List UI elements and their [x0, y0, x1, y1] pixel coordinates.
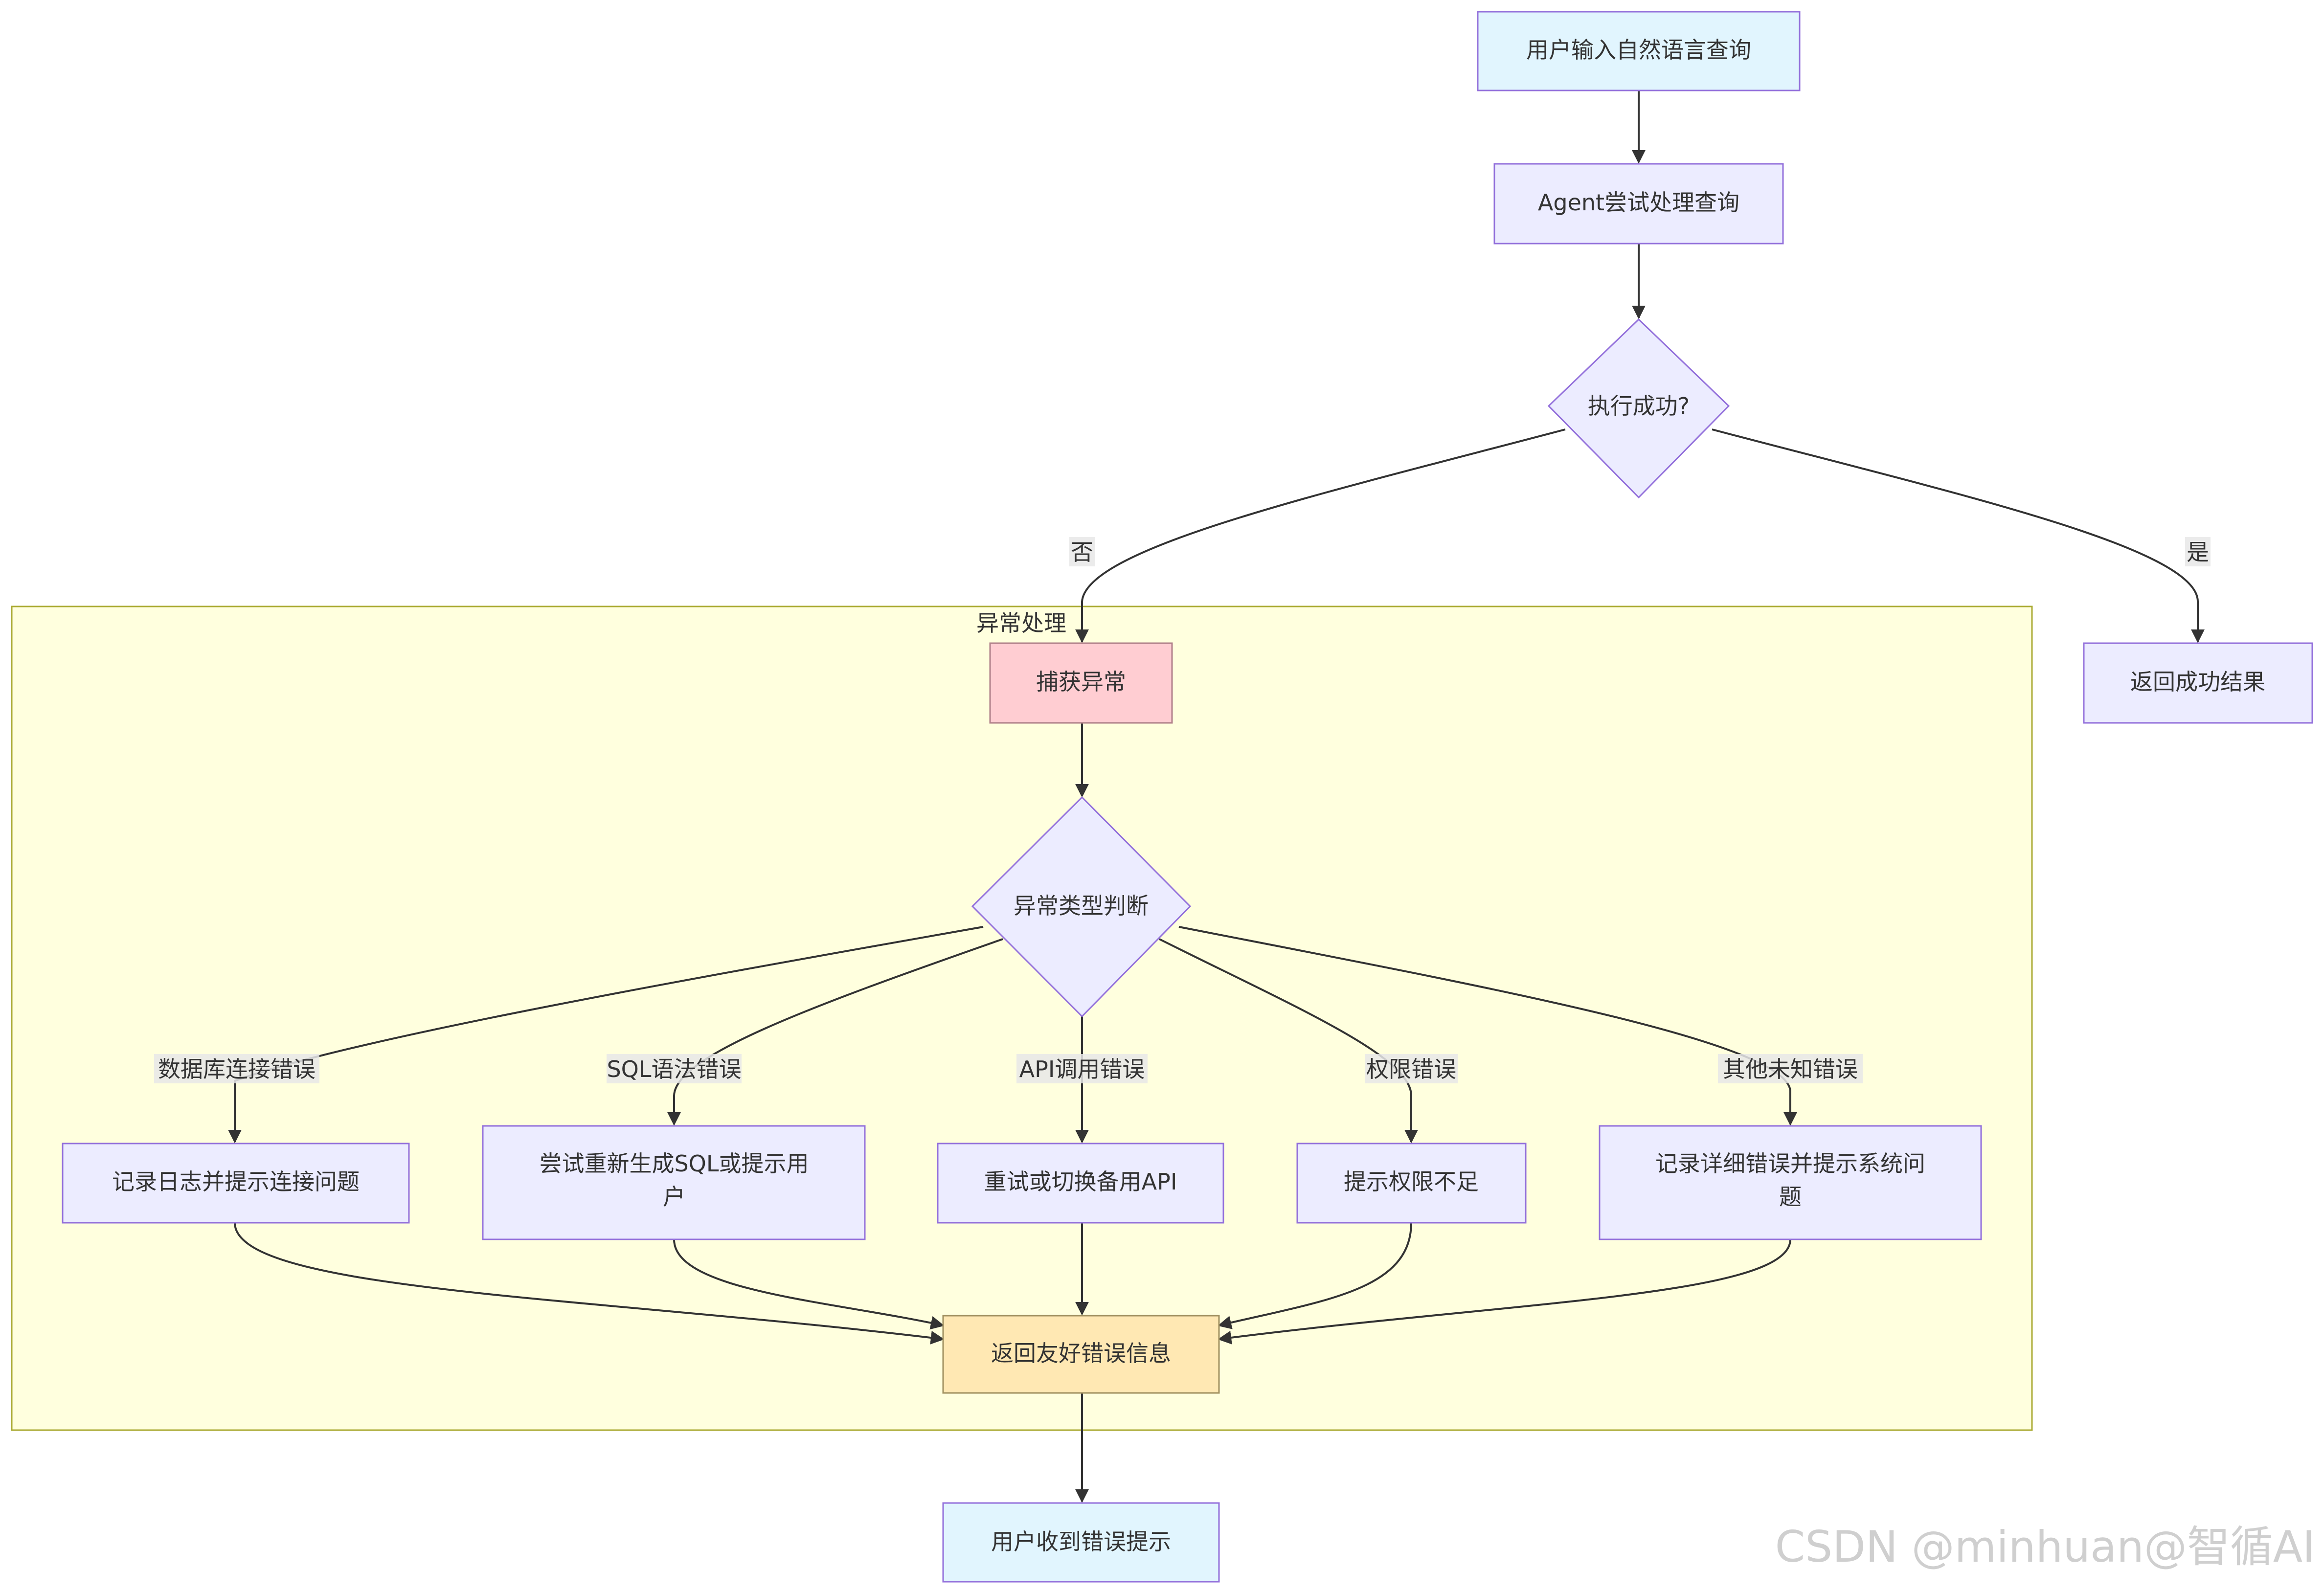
edge-label-api-error-text: API调用错误	[1019, 1056, 1145, 1082]
edge-label-yes: 是	[2185, 537, 2211, 566]
edge-label-db-error-text: 数据库连接错误	[158, 1056, 316, 1082]
node-perm-handle: 提示权限不足	[1296, 1143, 1527, 1224]
node-other-handle-line2: 题	[1779, 1184, 1802, 1210]
node-other-handle: 记录详细错误并提示系统问 题	[1599, 1125, 1982, 1240]
node-catch-exception-label: 捕获异常	[1036, 669, 1126, 695]
edge-label-perm-error-text: 权限错误	[1366, 1056, 1456, 1082]
subgraph-title: 异常处理	[976, 610, 1066, 636]
node-sql-handle-line2: 户	[663, 1184, 685, 1210]
subgraph-exception-handling: 异常处理	[11, 606, 2033, 1431]
nodes: 用户输入自然语言查询 Agent尝试处理查询 执行成功? 捕获异常 返回成功结果…	[62, 11, 2313, 1583]
node-agent: Agent尝试处理查询	[1493, 163, 1784, 245]
node-start: 用户输入自然语言查询	[1477, 11, 1801, 91]
node-sql-handle-line1: 尝试重新生成SQL或提示用	[539, 1150, 809, 1177]
node-api-handle-label: 重试或切换备用API	[984, 1168, 1177, 1195]
node-success-result-label: 返回成功结果	[2130, 669, 2265, 695]
edge-label-sql-error-text: SQL语法错误	[607, 1056, 741, 1082]
edge-decision-to-success	[1712, 428, 2205, 643]
node-api-handle: 重试或切换备用API	[937, 1143, 1224, 1224]
edge-perm-to-friendly	[1218, 1222, 1412, 1329]
node-decision-success: 执行成功?	[1547, 318, 1730, 499]
edge-label-other-error-text: 其他未知错误	[1723, 1056, 1858, 1082]
node-exception-type: 异常类型判断	[971, 796, 1192, 1018]
edge-decision-to-catch	[1075, 428, 1566, 643]
node-decision-success-label: 执行成功?	[1588, 393, 1690, 419]
edge-label-no: 否	[1069, 537, 1095, 566]
node-end: 用户收到错误提示	[942, 1502, 1220, 1583]
node-friendly-error-label: 返回友好错误信息	[991, 1340, 1171, 1367]
node-end-label: 用户收到错误提示	[991, 1528, 1171, 1555]
edge-label-other-error: 其他未知错误	[1718, 1054, 1863, 1083]
node-other-handle-line1: 记录详细错误并提示系统问	[1655, 1150, 1925, 1177]
edge-label-no-text: 否	[1071, 539, 1093, 565]
edge-sql-to-friendly	[673, 1239, 945, 1330]
subgraph-box	[11, 606, 2033, 1431]
node-db-handle: 记录日志并提示连接问题	[62, 1143, 410, 1224]
node-agent-label: Agent尝试处理查询	[1538, 189, 1739, 216]
edge-label-yes-text: 是	[2187, 539, 2209, 565]
node-exception-type-label: 异常类型判断	[1014, 893, 1149, 919]
edge-other-to-friendly	[1218, 1239, 1791, 1345]
watermark: CSDN @minhuan@智循AI	[1775, 1522, 2315, 1572]
edge-labels: 否 是 数据库连接错误 SQL语法错误 API调用错误 权限错误 其他未知错误	[154, 537, 2211, 1083]
edge-label-perm-error: 权限错误	[1365, 1054, 1458, 1083]
node-db-handle-label: 记录日志并提示连接问题	[112, 1168, 360, 1195]
node-catch-exception: 捕获异常	[989, 642, 1173, 724]
node-perm-handle-label: 提示权限不足	[1344, 1168, 1479, 1195]
node-friendly-error: 返回友好错误信息	[942, 1315, 1220, 1394]
node-success-result: 返回成功结果	[2083, 642, 2313, 724]
node-sql-handle: 尝试重新生成SQL或提示用 户	[482, 1125, 866, 1240]
edge-db-to-friendly	[234, 1222, 945, 1345]
edge-label-api-error: API调用错误	[1016, 1054, 1148, 1083]
edge-label-db-error: 数据库连接错误	[154, 1054, 319, 1083]
edge-label-sql-error: SQL语法错误	[607, 1054, 742, 1083]
node-start-label: 用户输入自然语言查询	[1526, 37, 1751, 63]
